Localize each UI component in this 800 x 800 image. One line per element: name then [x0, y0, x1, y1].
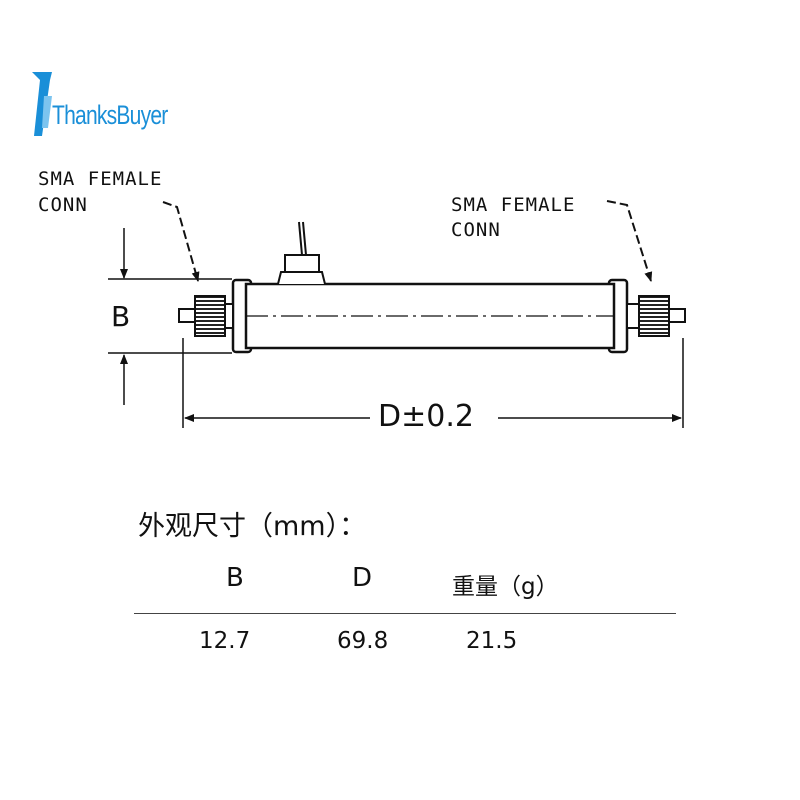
- spec-value-b: 12.7: [199, 628, 251, 654]
- spec-table-divider: [134, 613, 676, 614]
- dimension-d-label: D±0.2: [374, 399, 478, 434]
- right-callout-line-2: CONN: [451, 219, 501, 241]
- spec-header-weight: 重量（g）: [452, 574, 559, 600]
- spec-table-title: 外观尺寸（mm）：: [138, 511, 367, 542]
- left-sma-connector: [178, 295, 234, 337]
- bias-terminal: [277, 221, 326, 285]
- brand-name: ThanksBuyer: [52, 100, 168, 130]
- left-callout-line-2: CONN: [38, 194, 88, 216]
- left-callout-leader: [162, 201, 200, 282]
- right-callout-leader: [606, 200, 653, 282]
- right-callout-line-1: SMA FEMALE: [451, 194, 576, 216]
- dimension-b-label: B: [111, 300, 131, 333]
- dimension-d: [182, 338, 684, 428]
- spec-header-d: D: [352, 563, 373, 593]
- right-sma-connector: [626, 295, 686, 337]
- spec-header-b: B: [226, 563, 244, 593]
- spec-value-weight: 21.5: [466, 628, 518, 654]
- thanksbuyer-logo-icon: [32, 72, 52, 136]
- spec-value-d: 69.8: [337, 628, 389, 654]
- dimension-b: [108, 228, 232, 405]
- left-callout-line-1: SMA FEMALE: [38, 168, 163, 190]
- device-body: [231, 278, 629, 354]
